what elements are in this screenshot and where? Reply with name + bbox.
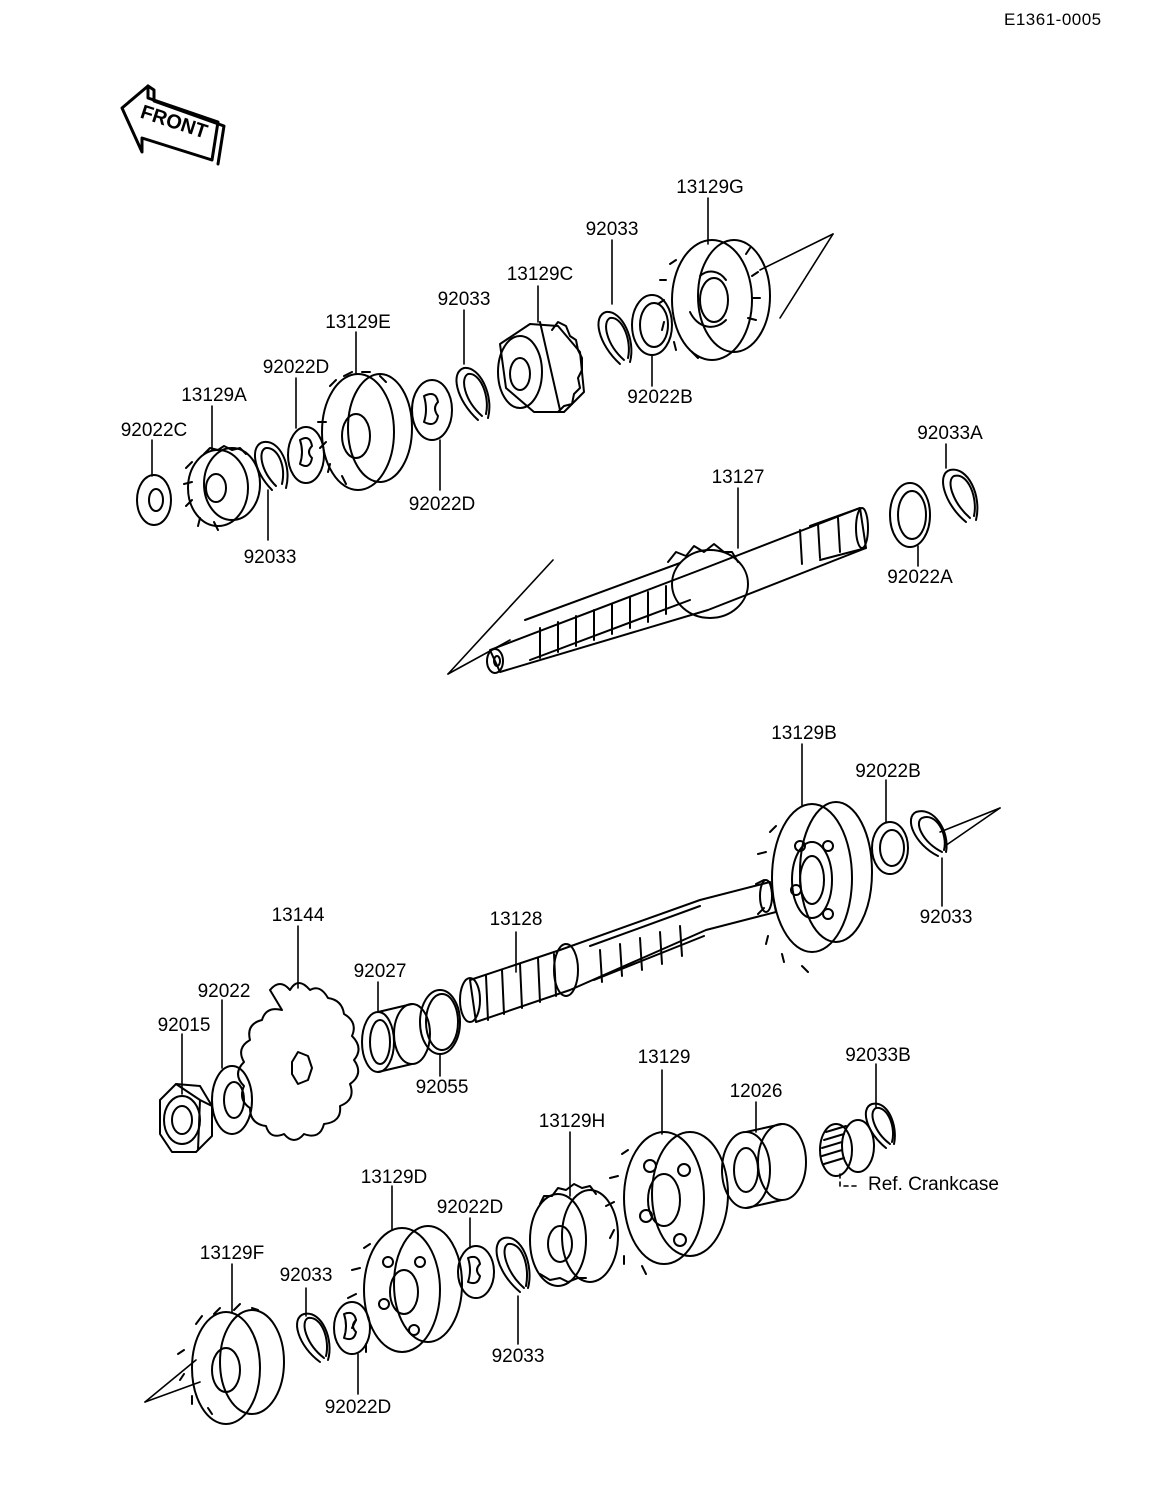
label-92033B: 92033B — [845, 1045, 911, 1066]
label-12026: 12026 — [729, 1081, 783, 1102]
reference-note: Ref. Crankcase — [868, 1174, 999, 1195]
washer-92022D-d — [333, 1301, 371, 1355]
label-92022D-d: 92022D — [324, 1397, 392, 1418]
collar-92027 — [361, 1003, 431, 1073]
oring-92055 — [419, 989, 461, 1055]
label-92033-f: 92033 — [491, 1346, 545, 1367]
label-92022A: 92022A — [887, 567, 953, 588]
gear-13129 — [605, 1131, 729, 1275]
gear-13129H — [529, 1183, 619, 1287]
label-92022B-b: 92022B — [855, 761, 921, 782]
washer-92022C — [136, 474, 172, 526]
gear-13129G — [657, 239, 771, 361]
washer-92022B-b — [871, 821, 909, 875]
washer-92022D-c — [457, 1245, 495, 1299]
circlip-92033B — [864, 1102, 896, 1149]
label-13129F: 13129F — [199, 1243, 265, 1264]
label-92027: 92027 — [353, 961, 407, 982]
gear-13129B — [755, 801, 873, 973]
label-92033-e: 92033 — [279, 1265, 333, 1286]
label-92022D-a: 92022D — [262, 357, 330, 378]
label-13129E: 13129E — [325, 312, 391, 333]
washer-92022 — [211, 1065, 253, 1135]
lower-axis-guide — [144, 807, 1001, 1403]
gear-13129D — [347, 1225, 463, 1353]
sprocket-13144 — [237, 982, 360, 1141]
circlip-92033-c — [253, 440, 289, 491]
front-arrow-icon: FRONT — [120, 84, 226, 166]
circlip-92033-e — [296, 1312, 331, 1363]
circlip-92033-d — [910, 810, 948, 857]
circlip-92033A — [942, 468, 979, 523]
label-13144: 13144 — [271, 905, 325, 926]
gear-13129F — [177, 1303, 285, 1425]
label-92033-d: 92033 — [919, 907, 973, 928]
label-92022C: 92022C — [120, 420, 188, 441]
document-code: E1361-0005 — [1004, 10, 1102, 29]
circlip-92033-b — [455, 366, 491, 421]
label-13129B: 13129B — [771, 723, 837, 744]
nut-92015 — [159, 1083, 213, 1153]
leader-lines — [151, 197, 947, 1395]
label-92022B-a: 92022B — [627, 387, 693, 408]
washer-92022B-a — [631, 294, 673, 356]
label-13129: 13129 — [637, 1047, 691, 1068]
label-92055: 92055 — [415, 1077, 469, 1098]
label-13129A: 13129A — [181, 385, 247, 406]
label-92022D-b: 92022D — [408, 494, 476, 515]
shaft-13127 — [486, 507, 869, 674]
label-13129H: 13129H — [538, 1111, 606, 1132]
gear-13129C — [497, 321, 585, 413]
label-13128: 13128 — [489, 909, 543, 930]
shaft-13128 — [459, 879, 777, 1023]
washer-92022D-a — [287, 426, 325, 484]
circlip-92033-a — [597, 310, 633, 365]
gear-13129E — [317, 371, 413, 491]
label-92022D-c: 92022D — [436, 1197, 504, 1218]
needle-bearing — [819, 1119, 875, 1177]
bearing-12026 — [721, 1123, 807, 1209]
gear-13129A — [183, 445, 261, 531]
label-13127: 13127 — [711, 467, 765, 488]
label-92033A: 92033A — [917, 423, 983, 444]
circlip-92033-f — [495, 1236, 531, 1293]
label-13129C: 13129C — [506, 264, 574, 285]
label-13129G: 13129G — [676, 177, 744, 198]
label-13129D: 13129D — [360, 1167, 428, 1188]
label-92033-c: 92033 — [243, 547, 297, 568]
label-92033-a: 92033 — [585, 219, 639, 240]
label-92015: 92015 — [157, 1015, 211, 1036]
washer-92022D-b — [411, 379, 453, 441]
washer-92022A — [889, 482, 931, 548]
label-92022: 92022 — [197, 981, 251, 1002]
label-92033-b: 92033 — [437, 289, 491, 310]
